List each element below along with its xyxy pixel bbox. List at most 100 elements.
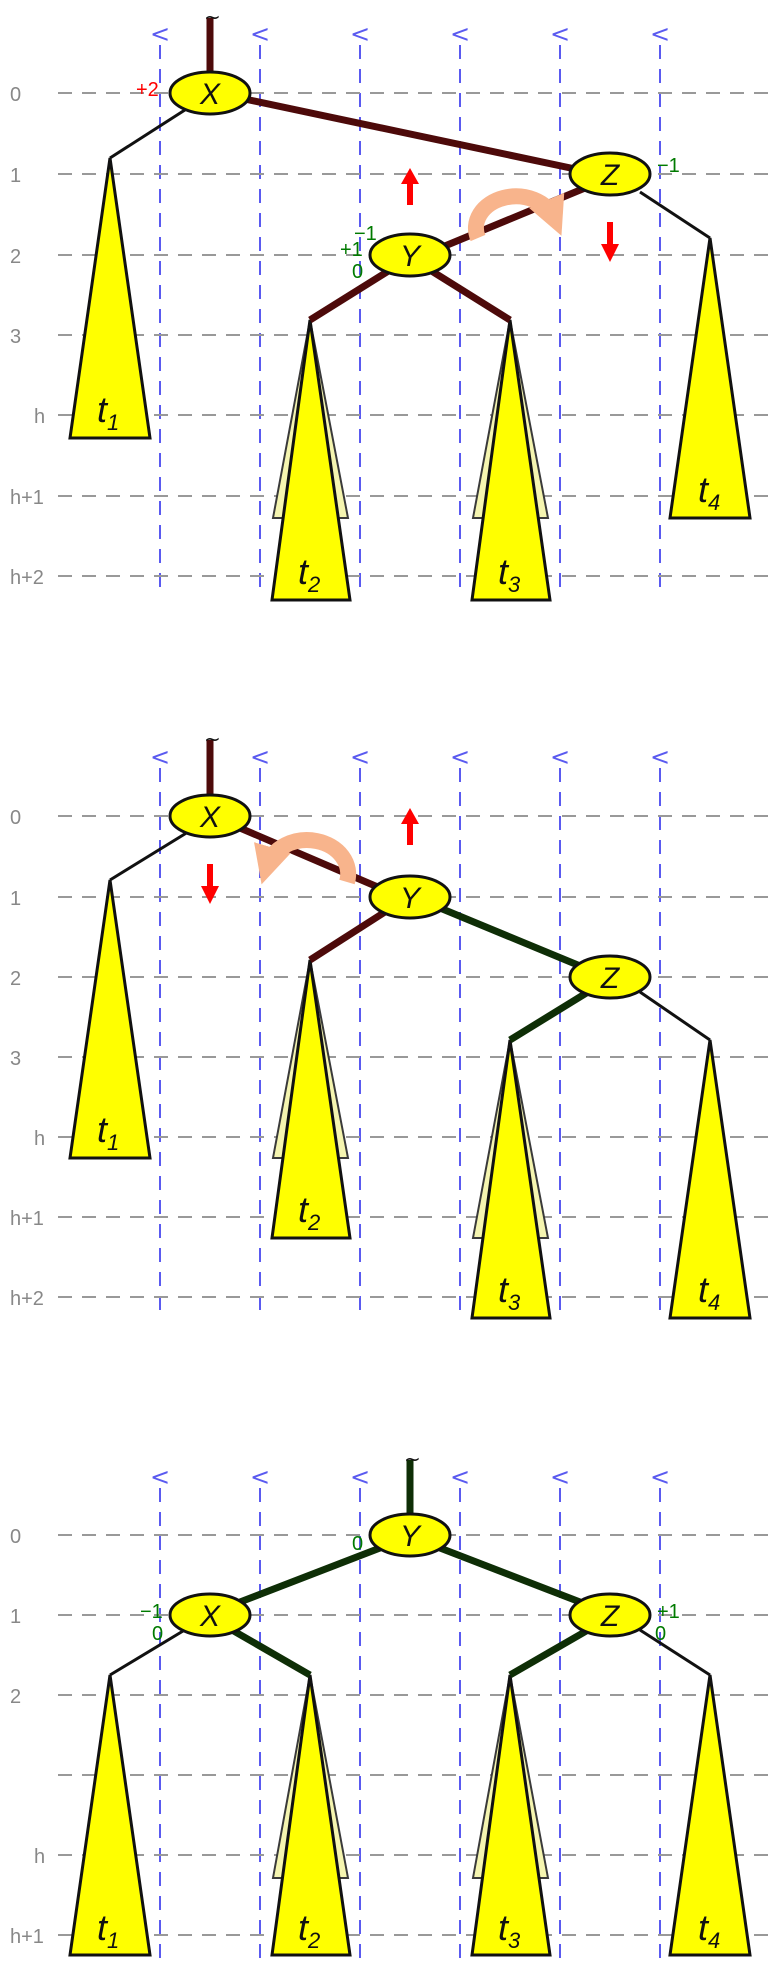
- up-arrow-icon: [401, 168, 419, 205]
- chevron-glyph: <: [150, 1463, 170, 1491]
- level-labels: 0 1 2 3 h h+1 h+2: [10, 84, 45, 589]
- subtree-label-t2: t2: [298, 1907, 320, 1953]
- subtrees: [68, 1674, 752, 1957]
- node-label: Y: [400, 240, 422, 273]
- vertical-guides: [159, 768, 661, 1315]
- subtree-t4: [668, 237, 752, 520]
- subtree-t1: [68, 879, 152, 1160]
- down-arrow-icon: [601, 222, 619, 262]
- balance-factors: +2 −1 −1 +1 0: [136, 79, 680, 283]
- subtree-t3: [470, 1674, 552, 1957]
- chevron-glyph: <: [150, 743, 170, 771]
- level-label: h+2: [10, 1288, 44, 1310]
- balance-factor: 0: [655, 1623, 666, 1645]
- balance-factor: +1: [340, 239, 363, 261]
- balance-factors: 0 −1 0 +1 0: [140, 1533, 680, 1645]
- level-label: 0: [10, 807, 21, 829]
- level-labels: 0 1 2 h h+1: [10, 1526, 45, 1948]
- vertical-guides: [159, 45, 661, 590]
- balance-factor: 0: [152, 1623, 163, 1645]
- chevron-glyph: <: [250, 20, 270, 48]
- level-label: 0: [10, 1526, 21, 1548]
- edges: [109, 740, 711, 1043]
- node-y: Y: [368, 874, 452, 920]
- rotation-arrow-icon: [254, 832, 357, 885]
- subtree-t2: [270, 319, 352, 602]
- chevron-glyph: <: [250, 743, 270, 771]
- level-label: 2: [10, 1686, 21, 1708]
- level-label: 1: [10, 888, 21, 910]
- chevron-glyph: <: [650, 743, 670, 771]
- node-label: Y: [400, 882, 422, 915]
- subtree-label-t4: t4: [698, 1269, 720, 1315]
- node-label: X: [199, 801, 221, 834]
- vertical-guides: [159, 1488, 661, 1958]
- node-label: X: [199, 78, 221, 111]
- tilde-mark: ~: [204, 727, 221, 751]
- chevron-row: < < < < < <: [150, 1463, 670, 1491]
- subtree-label-t2: t2: [298, 551, 320, 597]
- node-y: Y: [368, 232, 452, 278]
- level-label: 0: [10, 84, 21, 106]
- chevron-glyph: <: [150, 20, 170, 48]
- node-x: X: [168, 793, 252, 839]
- subtree-label-t3: t3: [498, 551, 521, 597]
- level-label: h: [34, 1128, 45, 1150]
- down-arrow-icon: [201, 864, 219, 904]
- chevron-glyph: <: [350, 1463, 370, 1491]
- node-label: Z: [600, 159, 621, 192]
- up-arrow-icon: [401, 808, 419, 845]
- chevron-row: < < < < < <: [150, 20, 670, 48]
- level-label: 1: [10, 1606, 21, 1628]
- level-label: h+1: [10, 1926, 44, 1948]
- node-x: X: [168, 70, 252, 116]
- balance-factor: −1: [354, 223, 377, 245]
- chevron-glyph: <: [250, 1463, 270, 1491]
- level-label: h: [34, 1846, 45, 1868]
- chevron-glyph: <: [650, 1463, 670, 1491]
- node-label: Z: [600, 962, 621, 995]
- subtree-label-t4: t4: [698, 1907, 720, 1953]
- subtree-label-t2: t2: [298, 1189, 320, 1235]
- node-x: X: [168, 1592, 252, 1638]
- chevron-glyph: <: [650, 20, 670, 48]
- subtree-label-t1: t1: [97, 389, 119, 435]
- chevron-glyph: <: [550, 1463, 570, 1491]
- subtree-t3: [470, 1039, 552, 1320]
- node-z: Z: [568, 1592, 652, 1638]
- balance-factor: −1: [657, 155, 680, 177]
- level-label: 3: [10, 326, 21, 348]
- node-z: Z: [568, 151, 652, 197]
- edges: [109, 1460, 711, 1679]
- subtree-t1: [68, 1674, 152, 1957]
- panel-1: < < < < < < 0 1 2 3 h h+1 h+2: [10, 5, 771, 602]
- chevron-glyph: <: [550, 743, 570, 771]
- chevron-glyph: <: [350, 743, 370, 771]
- subtree-t3: [470, 319, 552, 602]
- height-arrows: [401, 168, 619, 262]
- balance-factor: +2: [136, 79, 159, 101]
- rotation-arrow-icon: [468, 188, 565, 242]
- tree-labels: t1 t2 t3 t4: [97, 1109, 720, 1315]
- subtree-t1: [68, 157, 152, 440]
- subtree-label-t1: t1: [97, 1109, 119, 1155]
- node-z: Z: [568, 954, 652, 1000]
- level-label: 2: [10, 968, 21, 990]
- chevron-glyph: <: [450, 743, 470, 771]
- subtree-t4: [668, 1039, 752, 1320]
- level-labels: 0 1 2 3 h h+1 h+2: [10, 807, 45, 1310]
- chevron-glyph: <: [350, 20, 370, 48]
- level-label: h+2: [10, 567, 44, 589]
- tree-labels: t1 t2 t3 t4: [97, 1907, 720, 1953]
- tilde-mark: ~: [204, 5, 221, 29]
- subtree-t4: [668, 1674, 752, 1957]
- height-arrows: [201, 808, 419, 904]
- node-label: Z: [600, 1600, 621, 1633]
- chevron-glyph: <: [550, 20, 570, 48]
- level-label: h+1: [10, 487, 44, 509]
- level-label: h+1: [10, 1208, 44, 1230]
- level-label: h: [34, 406, 45, 428]
- node-label: X: [199, 1600, 221, 1633]
